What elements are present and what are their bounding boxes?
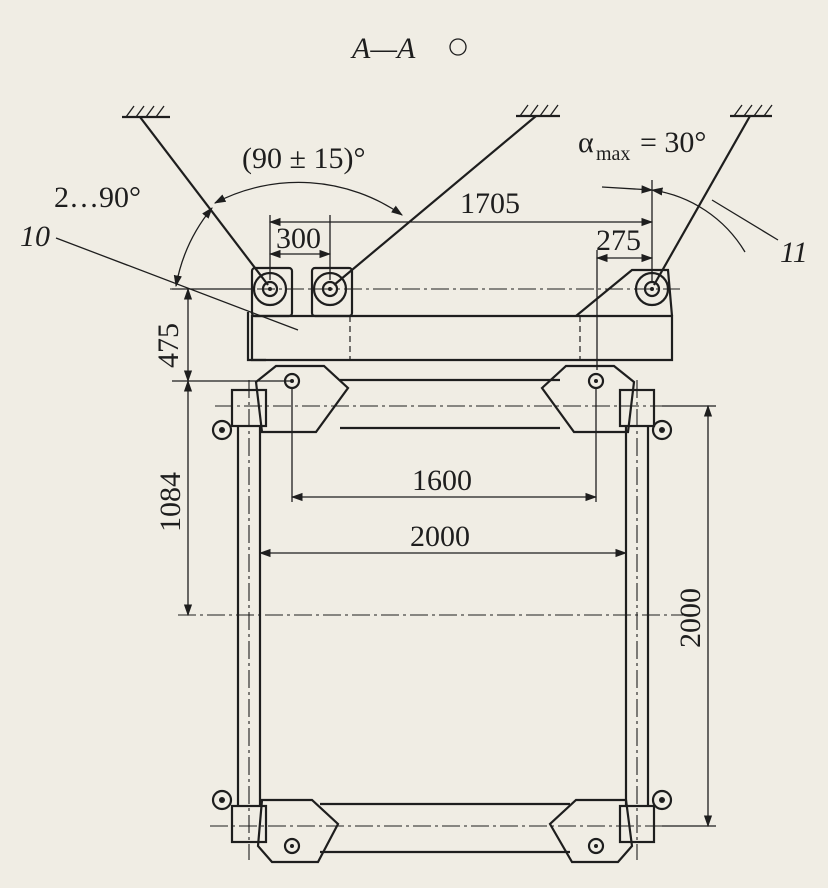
dimension-1084-label: 1084 [154, 472, 187, 532]
frame-right-post [618, 380, 673, 860]
dimension-1705 [268, 180, 654, 282]
frame-top-cross-member [215, 364, 690, 434]
section-circle-icon [449, 38, 467, 56]
dimension-2000-vertical [662, 404, 716, 828]
frame-bottom-cross-member [210, 798, 700, 864]
sling-middle [333, 115, 537, 286]
dimension-1600 [290, 388, 598, 502]
ceiling-anchor-right [730, 104, 773, 118]
dimension-1705-label: 1705 [460, 187, 520, 220]
sling-left [139, 116, 269, 286]
section-title: A—A [350, 32, 416, 65]
alpha-value: = 30° [640, 126, 706, 159]
sling-right [653, 115, 751, 286]
dimension-475-label: 475 [152, 323, 185, 368]
sheave-right [634, 271, 670, 307]
dimension-1600-label: 1600 [412, 464, 472, 497]
angle-setting-label: (90 ± 15)° [242, 142, 365, 175]
angle-arc-alpha [650, 187, 746, 253]
part-10-leader [55, 237, 299, 331]
dimension-275-label: 275 [596, 224, 641, 257]
angle-arc-2-90 [173, 207, 213, 288]
dimension-2000-horizontal-label: 2000 [410, 520, 470, 553]
part-label-10: 10 [20, 220, 50, 253]
frame-left-post [211, 380, 268, 860]
part-label-11: 11 [780, 236, 808, 269]
part-11-leader [711, 199, 779, 241]
ceiling-anchor-middle [516, 104, 560, 118]
angle-arc-90 [213, 181, 403, 216]
sheave-left-2 [310, 266, 354, 318]
top-beam [170, 268, 680, 362]
dimension-2000-vertical-label: 2000 [674, 588, 707, 648]
dimension-275 [595, 250, 654, 370]
alpha-leader [601, 185, 654, 194]
angle-range-label: 2…90° [54, 181, 141, 214]
dimension-300-label: 300 [276, 222, 321, 255]
ceiling-anchor-left [122, 105, 170, 119]
alpha-prefix: α [578, 126, 594, 159]
alpha-subscript: max [596, 143, 630, 165]
sheave-left-1 [250, 266, 294, 318]
